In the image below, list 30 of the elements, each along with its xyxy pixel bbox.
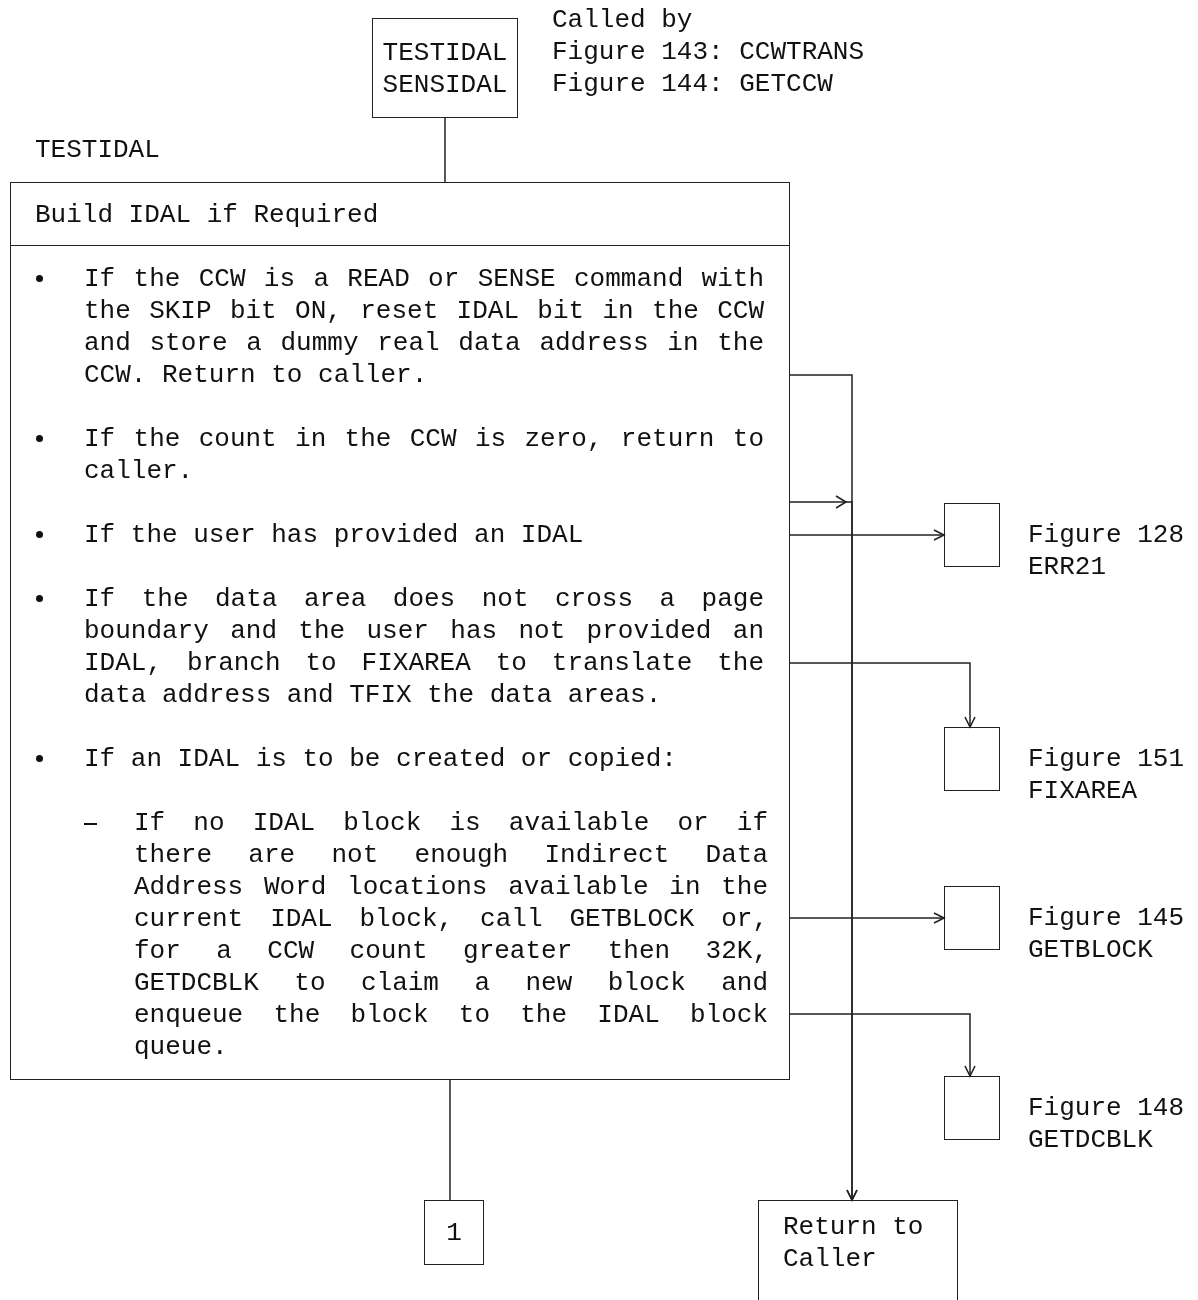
box-text: Return to Caller [782, 1211, 925, 1276]
reference-text: Figure 145 [1028, 902, 1185, 934]
box-heading: Build IDAL if Required [35, 199, 380, 231]
process-box [10, 182, 790, 1080]
box-text: TESTIDAL SENSIDAL [381, 37, 509, 101]
empty-box [944, 886, 1000, 950]
bullet-text: If the count in the CCW is zero, return to caller. [84, 423, 764, 487]
section-label: TESTIDAL [35, 134, 160, 166]
reference-text: FIXAREA [1028, 775, 1138, 807]
bullet-text: If an IDAL is to be created or copied: [84, 743, 678, 775]
reference-text: Figure 128 [1028, 519, 1185, 551]
empty-box [944, 503, 1000, 567]
empty-box [944, 1076, 1000, 1140]
reference-text: Figure 148 [1028, 1092, 1185, 1124]
connector-box [424, 1200, 484, 1265]
bullet-text: If no IDAL block is available or if there are not enough Indirect Data Address Word locations available in the current IDAL block, call GETBLOCK or, for a CCW count greater then 32K, GETDCBLK to claim a new block and enqueue the block to the IDAL block queue. [134, 807, 768, 1063]
reference-text: ERR21 [1028, 551, 1106, 583]
reference-text: Called by [552, 4, 693, 36]
reference-text: Figure 151 [1028, 743, 1185, 775]
module-box [372, 18, 518, 118]
connector-number: 1 [445, 1217, 463, 1249]
reference-text: Figure 143: CCWTRANS [552, 36, 865, 68]
reference-text: Figure 144: GETCCW [552, 68, 833, 100]
bullet-text: If the data area does not cross a page boundary and the user has not provided an IDAL, branch to FIXAREA to translate the data address and TFIX the data areas. [84, 583, 764, 711]
terminal-box [758, 1200, 958, 1300]
reference-text: GETBLOCK [1028, 934, 1153, 966]
bullet-text: If the CCW is a READ or SENSE command with the SKIP bit ON, reset IDAL bit in the CCW and store a dummy real data address in the CCW. Return to caller. [84, 263, 764, 391]
empty-box [944, 727, 1000, 791]
bullet-text: If the user has provided an IDAL [84, 519, 585, 551]
reference-text: GETDCBLK [1028, 1124, 1153, 1156]
